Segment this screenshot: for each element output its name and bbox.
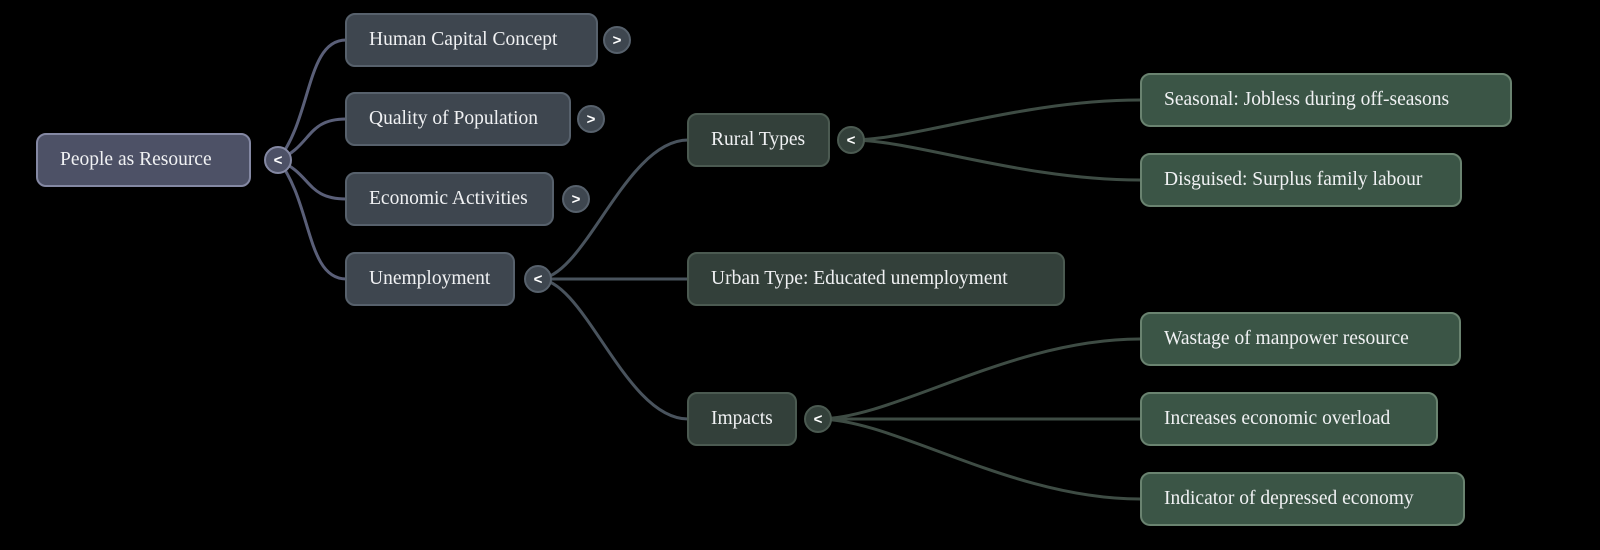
node-label: Impacts: [711, 408, 773, 429]
edge-unemployment-to-impacts: [536, 277, 690, 421]
edge-impacts-to-wastage: [816, 337, 1142, 421]
node-label: Disguised: Surplus family labour: [1164, 169, 1423, 190]
node-quality-of-population[interactable]: Quality of Population: [345, 92, 571, 146]
expand-toggle-economic-activities[interactable]: >: [562, 185, 590, 213]
node-label: Wastage of manpower resource: [1164, 328, 1409, 349]
node-seasonal-unemployment[interactable]: Seasonal: Jobless during off-seasons: [1140, 73, 1512, 127]
node-people-as-resource[interactable]: People as Resource: [36, 133, 251, 187]
node-label: Quality of Population: [369, 108, 538, 129]
collapse-toggle-rural-types[interactable]: <: [837, 126, 865, 154]
expand-toggle-quality-of-population[interactable]: >: [577, 105, 605, 133]
node-label: Rural Types: [711, 129, 806, 150]
node-label: Economic Activities: [369, 188, 528, 209]
node-label: Urban Type: Educated unemployment: [711, 268, 1008, 289]
collapse-toggle-unemployment[interactable]: <: [524, 265, 552, 293]
node-label: People as Resource: [60, 149, 212, 170]
edge-rural-to-disguised: [849, 138, 1142, 182]
collapse-toggle-people-as-resource[interactable]: <: [264, 146, 292, 174]
edge-impacts-to-depressed-economy: [816, 417, 1142, 501]
edge-rural-to-seasonal: [849, 98, 1142, 142]
node-economic-overload[interactable]: Increases economic overload: [1140, 392, 1438, 446]
node-impacts[interactable]: Impacts: [687, 392, 797, 446]
expand-toggle-human-capital-concept[interactable]: >: [603, 26, 631, 54]
node-human-capital-concept[interactable]: Human Capital Concept: [345, 13, 598, 67]
node-label: Increases economic overload: [1164, 408, 1391, 429]
collapse-toggle-impacts[interactable]: <: [804, 405, 832, 433]
node-disguised-unemployment[interactable]: Disguised: Surplus family labour: [1140, 153, 1462, 207]
edge-unemployment-to-rural-types: [536, 138, 690, 281]
node-depressed-economy[interactable]: Indicator of depressed economy: [1140, 472, 1465, 526]
node-urban-type[interactable]: Urban Type: Educated unemployment: [687, 252, 1065, 306]
node-label: Seasonal: Jobless during off-seasons: [1164, 89, 1450, 110]
node-label: Indicator of depressed economy: [1164, 488, 1414, 509]
node-wastage-of-manpower[interactable]: Wastage of manpower resource: [1140, 312, 1461, 366]
edge-root-to-human-capital: [276, 38, 348, 162]
edge-root-to-unemployment: [276, 158, 348, 281]
node-label: Unemployment: [369, 268, 491, 289]
node-label: Human Capital Concept: [369, 29, 558, 50]
node-unemployment[interactable]: Unemployment: [345, 252, 515, 306]
node-rural-types[interactable]: Rural Types: [687, 113, 830, 167]
node-economic-activities[interactable]: Economic Activities: [345, 172, 554, 226]
